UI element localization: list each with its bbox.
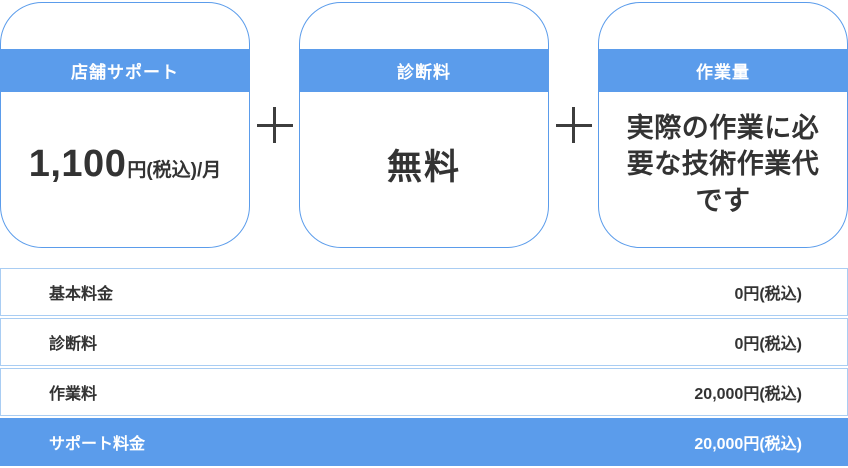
row-value: 20,000円(税込) [694,386,802,403]
table-row-basic-fee: 基本料金 0円(税込) [0,268,848,316]
pricing-cards-row: 店舗サポート 1,100円(税込)/月 診断料 無料 作業量 実際の作業に必要な… [0,2,848,248]
row-value: 20,000円(税込) [694,436,802,453]
store-support-price-suffix: 円(税込)/月 [127,160,222,181]
row-value: 0円(税込) [734,336,802,353]
row-label: 診断料 [49,336,98,353]
card-store-support-header: 店舗サポート [1,49,249,92]
row-value: 0円(税込) [734,286,802,303]
row-label: サポート料金 [49,436,146,453]
card-work-amount-header: 作業量 [599,49,847,92]
store-support-price-amount: 1,100 [28,143,127,185]
diagnosis-fee-value: 無料 [386,148,461,187]
row-label: 基本料金 [49,286,114,303]
work-amount-description: 実際の作業に必要な技術作業代です [626,112,820,216]
card-diagnosis-fee: 診断料 無料 [299,2,549,248]
plus-icon [555,107,592,143]
card-diagnosis-fee-body: 無料 [300,92,548,247]
store-support-price: 1,100円(税込)/月 [29,143,222,186]
card-work-amount-body: 実際の作業に必要な技術作業代です [599,92,847,247]
plus-separator-2 [549,2,598,248]
plus-separator-1 [250,2,299,248]
card-diagnosis-fee-header: 診断料 [300,49,548,92]
table-row-work-fee: 作業料 20,000円(税込) [0,368,848,416]
table-row-diagnosis-fee: 診断料 0円(税込) [0,318,848,366]
card-store-support: 店舗サポート 1,100円(税込)/月 [0,2,250,248]
table-row-support-fee-total: サポート料金 20,000円(税込) [0,418,848,466]
card-store-support-body: 1,100円(税込)/月 [1,92,249,247]
card-work-amount: 作業量 実際の作業に必要な技術作業代です [598,2,848,248]
plus-icon [256,107,293,143]
price-table: 基本料金 0円(税込) 診断料 0円(税込) 作業料 20,000円(税込) サ… [0,268,848,466]
row-label: 作業料 [49,386,98,403]
